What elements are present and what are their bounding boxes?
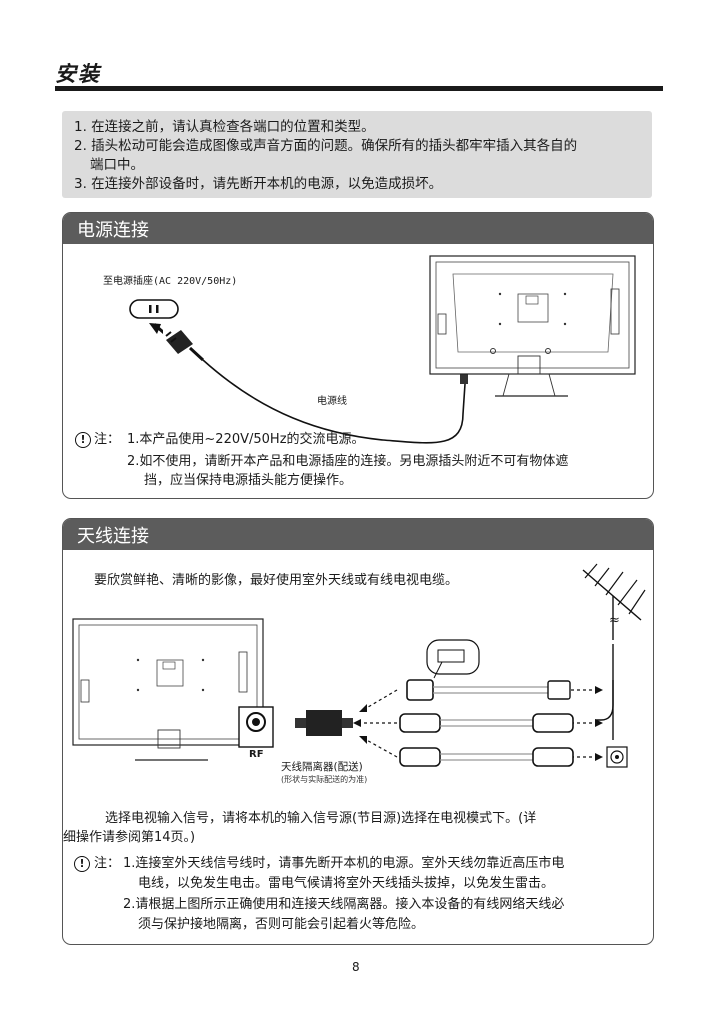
tv-back-icon [429, 255, 636, 397]
title-rule [55, 86, 663, 91]
antenna-section-header: 天线连接 [63, 519, 653, 550]
antenna-note-label: 注： [94, 856, 121, 871]
antenna-diagram [72, 563, 646, 768]
power-note-1: 1.本产品使用~220V/50Hz的交流电源。 [127, 432, 365, 447]
page-number: 8 [352, 960, 360, 974]
power-diagram [129, 255, 636, 444]
notice-item-2: 2. 插头松动可能会造成图像或声音方面的问题。确保所有的插头都牢牢插入其各自的 [74, 138, 578, 154]
cable-break-mark: ≈ [609, 613, 620, 628]
cable-2 [399, 713, 574, 733]
antenna-isolator-icon [295, 710, 353, 736]
outdoor-antenna-icon [582, 563, 646, 640]
notice-item-2-cont: 端口中。 [90, 157, 144, 173]
isolator-label: 天线隔离器(配送) [281, 761, 363, 773]
notice-box: 1. 在连接之前，请认真检查各端口的位置和类型。 2. 插头松动可能会造成图像或… [62, 111, 652, 198]
power-note-2: 2.如不使用，请断开本产品和电源插座的连接。另电源插头附近不可有物体遮 [127, 454, 569, 469]
power-note-label: 注： [94, 432, 121, 447]
antenna-note-2-cont: 须与保护接地隔离，否则可能会引起着火等危险。 [138, 917, 425, 932]
antenna-section-title: 天线连接 [77, 526, 149, 547]
cable-1 [406, 679, 571, 701]
antenna-intro: 要欣赏鲜艳、清晰的影像，最好使用室外天线或有线电视电缆。 [94, 573, 459, 588]
rf-label: RF [249, 749, 264, 760]
instruction-line-1: 选择电视输入信号，请将本机的输入信号源(节目源)选择在电视模式下。(详 [105, 811, 537, 826]
antenna-note-1: 1.连接室外天线信号线时，请事先断开本机的电源。室外天线勿靠近高压市电 [123, 856, 565, 871]
antenna-note-2: 2.请根据上图所示正确使用和连接天线隔离器。接入本设备的有线网络天线必 [123, 897, 565, 912]
warning-icon: ! [75, 432, 91, 448]
isolator-sublabel: (形状与实际配送的为准) [281, 775, 368, 784]
cord-label: 电源线 [317, 396, 347, 407]
rf-port-icon [238, 706, 274, 748]
power-section: 电源连接 至电源插座(AC 220V/50Hz) [62, 212, 654, 499]
antenna-note-1-cont: 电线，以免发生电击。雷电气候请将室外天线插头拔掉，以免发生雷击。 [138, 876, 555, 891]
warning-icon-2: ! [74, 856, 90, 872]
antenna-section: 天线连接 要欣赏鲜艳、清晰的影像，最好使用室外天线或有线电视电缆。 [62, 518, 654, 945]
power-section-title: 电源连接 [77, 220, 149, 241]
notice-item-3: 3. 在连接外部设备时，请先断开本机的电源，以免造成损坏。 [74, 176, 443, 192]
power-note-2-cont: 挡，应当保持电源插头能方便操作。 [144, 473, 353, 488]
page-title: 安装 [55, 61, 101, 86]
instruction-line-2: 细操作请参阅第14页。) [63, 830, 196, 845]
notice-item-1: 1. 在连接之前，请认真检查各端口的位置和类型。 [74, 119, 375, 135]
socket-label: 至电源插座(AC 220V/50Hz) [103, 276, 238, 287]
plug-callout-icon [426, 639, 480, 679]
cable-3 [399, 747, 574, 767]
tv-back-icon-2 [72, 618, 264, 761]
power-cord [202, 359, 466, 444]
power-section-header: 电源连接 [63, 213, 653, 244]
wall-socket-icon [129, 299, 179, 319]
power-plug-icon [165, 330, 205, 362]
wall-antenna-outlet-icon [606, 746, 628, 768]
